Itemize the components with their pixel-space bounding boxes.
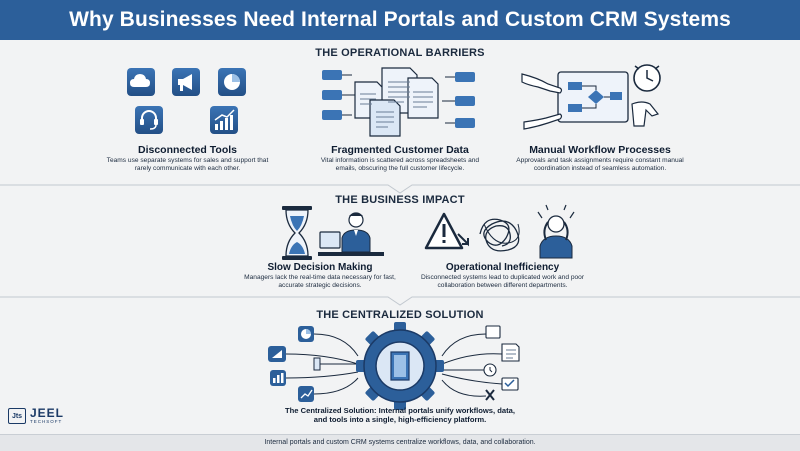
section-title-solution: THE CENTRALIZED SOLUTION <box>316 309 484 321</box>
impact-title-slow-decision: Slow Decision Making <box>267 262 373 273</box>
section-title-impact: THE BUSINESS IMPACT <box>335 194 465 206</box>
barrier-desc-fragmented-data: Vital information is scattered across sp… <box>320 157 480 172</box>
barrier-desc-disconnected-tools: Teams use separate systems for sales and… <box>106 157 269 172</box>
centralized-hub-icon <box>268 322 520 410</box>
logo-mark: Jts <box>8 408 26 424</box>
page-title: Why Businesses Need Internal Portals and… <box>69 8 731 31</box>
footer-caption: Internal portals and custom CRM systems … <box>0 434 800 451</box>
fragmented-documents-icon <box>322 67 475 137</box>
logo-name: JEEL <box>30 406 65 420</box>
barrier-title-fragmented-data: Fragmented Customer Data <box>331 144 469 156</box>
barrier-title-disconnected-tools: Disconnected Tools <box>138 144 237 156</box>
header-banner: Why Businesses Need Internal Portals and… <box>0 0 800 40</box>
divider-barriers-impact <box>0 184 800 194</box>
manual-workflow-icon <box>521 64 661 130</box>
divider-impact-solution <box>0 296 800 306</box>
operational-warning-icon <box>424 204 575 259</box>
impact-desc-operational-inefficiency: Disconnected systems lead to duplicated … <box>420 274 585 289</box>
hourglass-manager-icon <box>282 206 384 260</box>
impact-desc-slow-decision: Managers lack the real-time data necessa… <box>244 274 396 289</box>
section-title-barriers: THE OPERATIONAL BARRIERS <box>315 47 485 59</box>
logo-subtitle: TECHSOFT <box>30 419 63 424</box>
company-logo: Jts JEEL TECHSOFT <box>8 406 78 428</box>
solution-description: The Centralized Solution: Internal porta… <box>285 406 515 424</box>
barrier-desc-manual-workflow: Approvals and task assignments require c… <box>516 157 684 172</box>
impact-title-operational-inefficiency: Operational Inefficiency <box>445 262 560 273</box>
disconnected-tools-icon <box>127 68 246 134</box>
barrier-title-manual-workflow: Manual Workflow Processes <box>529 144 671 156</box>
